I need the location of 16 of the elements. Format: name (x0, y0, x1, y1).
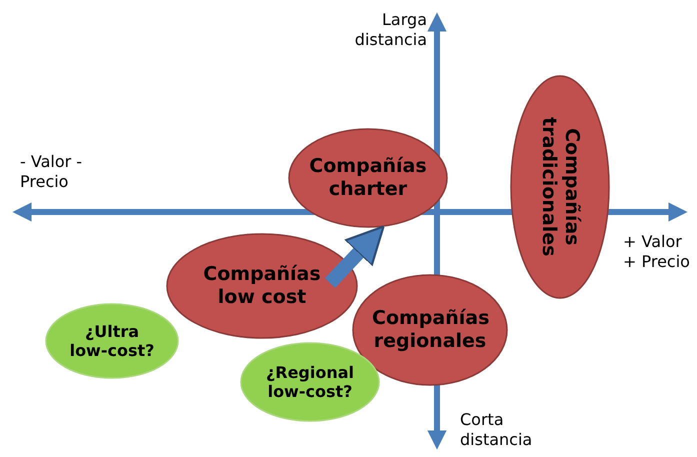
axis-label: Corta distancia (460, 410, 534, 450)
node-label: ¿Regional low-cost? (264, 362, 356, 402)
axis-label: Larga distancia (354, 10, 427, 50)
node-label: Compañías regionales (372, 307, 488, 353)
ellipse-node (510, 75, 610, 299)
axis-label: - Valor - Precio (20, 152, 84, 192)
node-label: Compañías tradicionales (537, 116, 583, 259)
ellipse-node (45, 303, 179, 379)
block-arrow (324, 225, 385, 288)
node-label: Compañías low cost (202, 263, 322, 309)
ellipse-node (166, 233, 358, 339)
ellipse-node (352, 274, 508, 386)
node-label: Compañías charter (308, 155, 428, 201)
axis-label: + Valor + Precio (623, 232, 691, 272)
ellipse-node (288, 128, 448, 228)
node-label: ¿Ultra low-cost? (68, 322, 156, 360)
